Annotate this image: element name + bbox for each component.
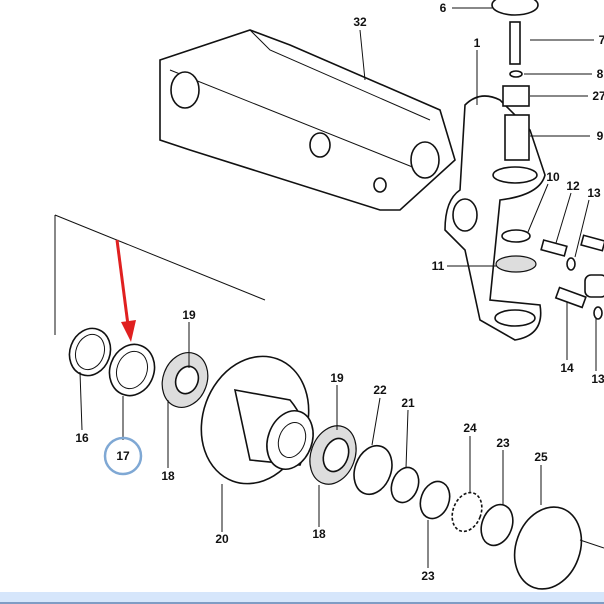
seals-bearings-right	[309, 425, 604, 590]
part-label-highlighted: 17	[116, 449, 130, 463]
red-arrow-indicator	[115, 239, 136, 342]
part-label: 25	[534, 450, 548, 464]
leader-lines	[79, 7, 597, 568]
part-label: 23	[421, 569, 435, 583]
part-label: 18	[161, 469, 175, 483]
part-label: 6	[440, 1, 447, 15]
part-label: 16	[75, 431, 89, 445]
part-label: 19	[330, 371, 344, 385]
bottom-scroll-bar	[0, 592, 604, 604]
axle-beam-part	[159, 29, 456, 211]
part-label: 22	[373, 383, 387, 397]
part-label: 21	[401, 396, 415, 410]
wheel-hub-part	[200, 355, 314, 485]
seal-ring	[501, 229, 531, 243]
part-label: 20	[215, 532, 229, 546]
part-label: 8	[597, 67, 604, 81]
part-label: 10	[546, 170, 560, 184]
washer	[509, 70, 523, 78]
highlight-circle	[103, 436, 143, 476]
part-label: 24	[463, 421, 477, 435]
thrust-washer	[495, 255, 537, 273]
part-label: 7	[599, 33, 604, 47]
kingpin-parts	[491, 0, 604, 320]
part-label: 1	[474, 36, 481, 50]
frame-lines	[54, 214, 266, 335]
steering-knuckle-part	[444, 95, 546, 341]
part-label: 18	[312, 527, 326, 541]
part-labels: 6 7 8 27 9 1 32 10 12 13 11 14 13 19 16 …	[75, 1, 604, 583]
part-label: 19	[182, 308, 196, 322]
part-label: 23	[496, 436, 510, 450]
part-label: 12	[566, 179, 580, 193]
part-label: 13	[587, 186, 601, 200]
bushing	[502, 85, 530, 107]
part-label: 11	[432, 259, 445, 273]
kingpin	[504, 114, 530, 161]
cover-plate	[491, 0, 539, 16]
part-label: 32	[353, 15, 367, 29]
part-label: 14	[560, 361, 574, 375]
bolt	[509, 21, 521, 65]
part-label: 9	[597, 129, 604, 143]
part-label: 27	[592, 89, 604, 103]
seals-bearings-left	[68, 327, 209, 408]
part-label: 13	[591, 372, 604, 386]
